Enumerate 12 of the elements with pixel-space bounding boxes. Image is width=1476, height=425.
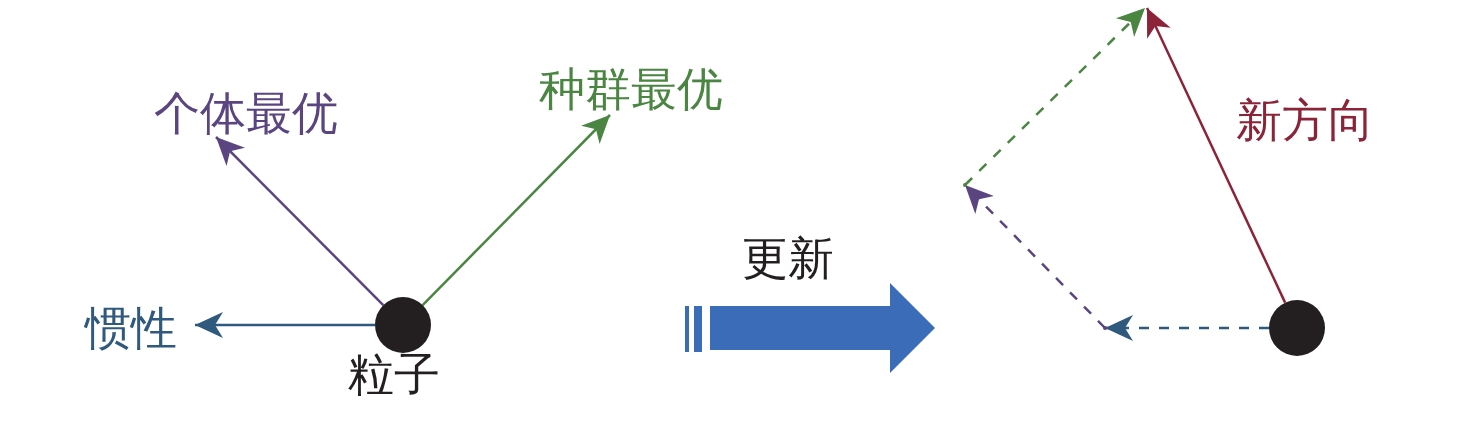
- vector-label: 个体最优: [133, 82, 359, 137]
- arrow: [964, 184, 1106, 329]
- arrow: [1145, 7, 1287, 304]
- particle-label: 粒子: [348, 352, 440, 398]
- arrow: [964, 7, 1146, 186]
- arrow: [421, 114, 611, 306]
- vector-label: 惯性: [66, 300, 195, 352]
- update-label: 更新: [742, 236, 834, 282]
- arrow: [1105, 315, 1269, 341]
- arrow: [195, 312, 375, 338]
- arrow: [215, 136, 385, 307]
- vector-label: 种群最优: [518, 58, 744, 113]
